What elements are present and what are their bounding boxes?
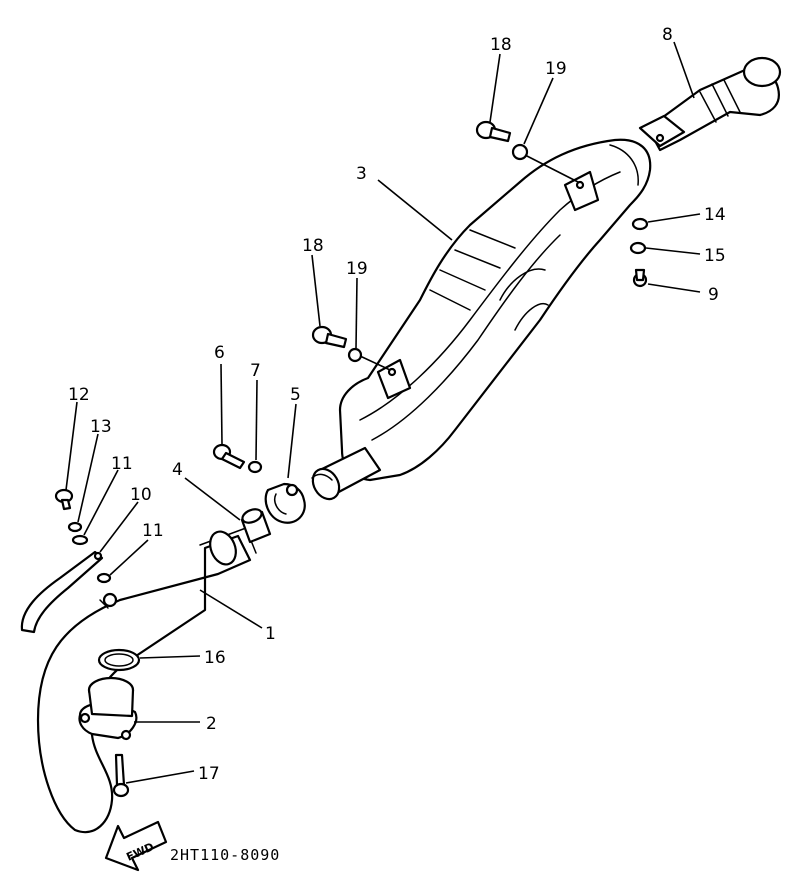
clamp-bolt (212, 443, 263, 474)
callout-14: 14 (704, 205, 726, 225)
forward-direction-arrow: FWD (104, 820, 168, 872)
callout-17: 17 (198, 764, 220, 784)
callout-9: 9 (708, 285, 719, 305)
callout-19a: 19 (545, 59, 567, 79)
muffler (311, 138, 652, 501)
callout-12: 12 (68, 385, 90, 405)
callout-13: 13 (90, 417, 112, 437)
callout-6: 6 (214, 343, 225, 363)
diagram-code: 2HT110-8090 (170, 846, 280, 864)
callout-4: 4 (172, 460, 183, 480)
muffler-clamp (264, 482, 306, 524)
silencer (638, 56, 782, 152)
exhaust-flange (78, 676, 138, 741)
muffler-bolt-upper (475, 120, 512, 143)
flange-bolt (112, 753, 130, 798)
callout-7: 7 (250, 361, 261, 381)
pipe-bracket (20, 550, 104, 634)
callout-19b: 19 (346, 259, 368, 279)
pipe-joint-sleeve (240, 508, 272, 544)
exhaust-pipe (36, 527, 257, 834)
washer-15 (629, 241, 647, 255)
callout-18a: 18 (490, 35, 512, 55)
leader-lines (65, 41, 701, 784)
callout-11b: 11 (142, 521, 164, 541)
callout-5: 5 (290, 385, 301, 405)
callout-16: 16 (204, 648, 226, 668)
callout-11a: 11 (111, 454, 133, 474)
bolt-9 (632, 268, 648, 288)
callout-8: 8 (662, 25, 673, 45)
callout-18b: 18 (302, 236, 324, 256)
washer-14 (631, 217, 649, 231)
callout-3: 3 (356, 164, 367, 184)
bracket-bolt-set (54, 488, 112, 584)
muffler-bolt-lower (311, 325, 348, 349)
callout-2: 2 (206, 714, 217, 734)
muffler-washer-upper (511, 143, 529, 161)
muffler-washer-lower (347, 347, 363, 363)
callout-15: 15 (704, 246, 726, 266)
callout-1: 1 (265, 624, 276, 644)
callout-10: 10 (130, 485, 152, 505)
callout-labels: 1 2 3 4 5 6 7 8 9 10 11 11 12 13 14 15 1… (68, 25, 726, 784)
